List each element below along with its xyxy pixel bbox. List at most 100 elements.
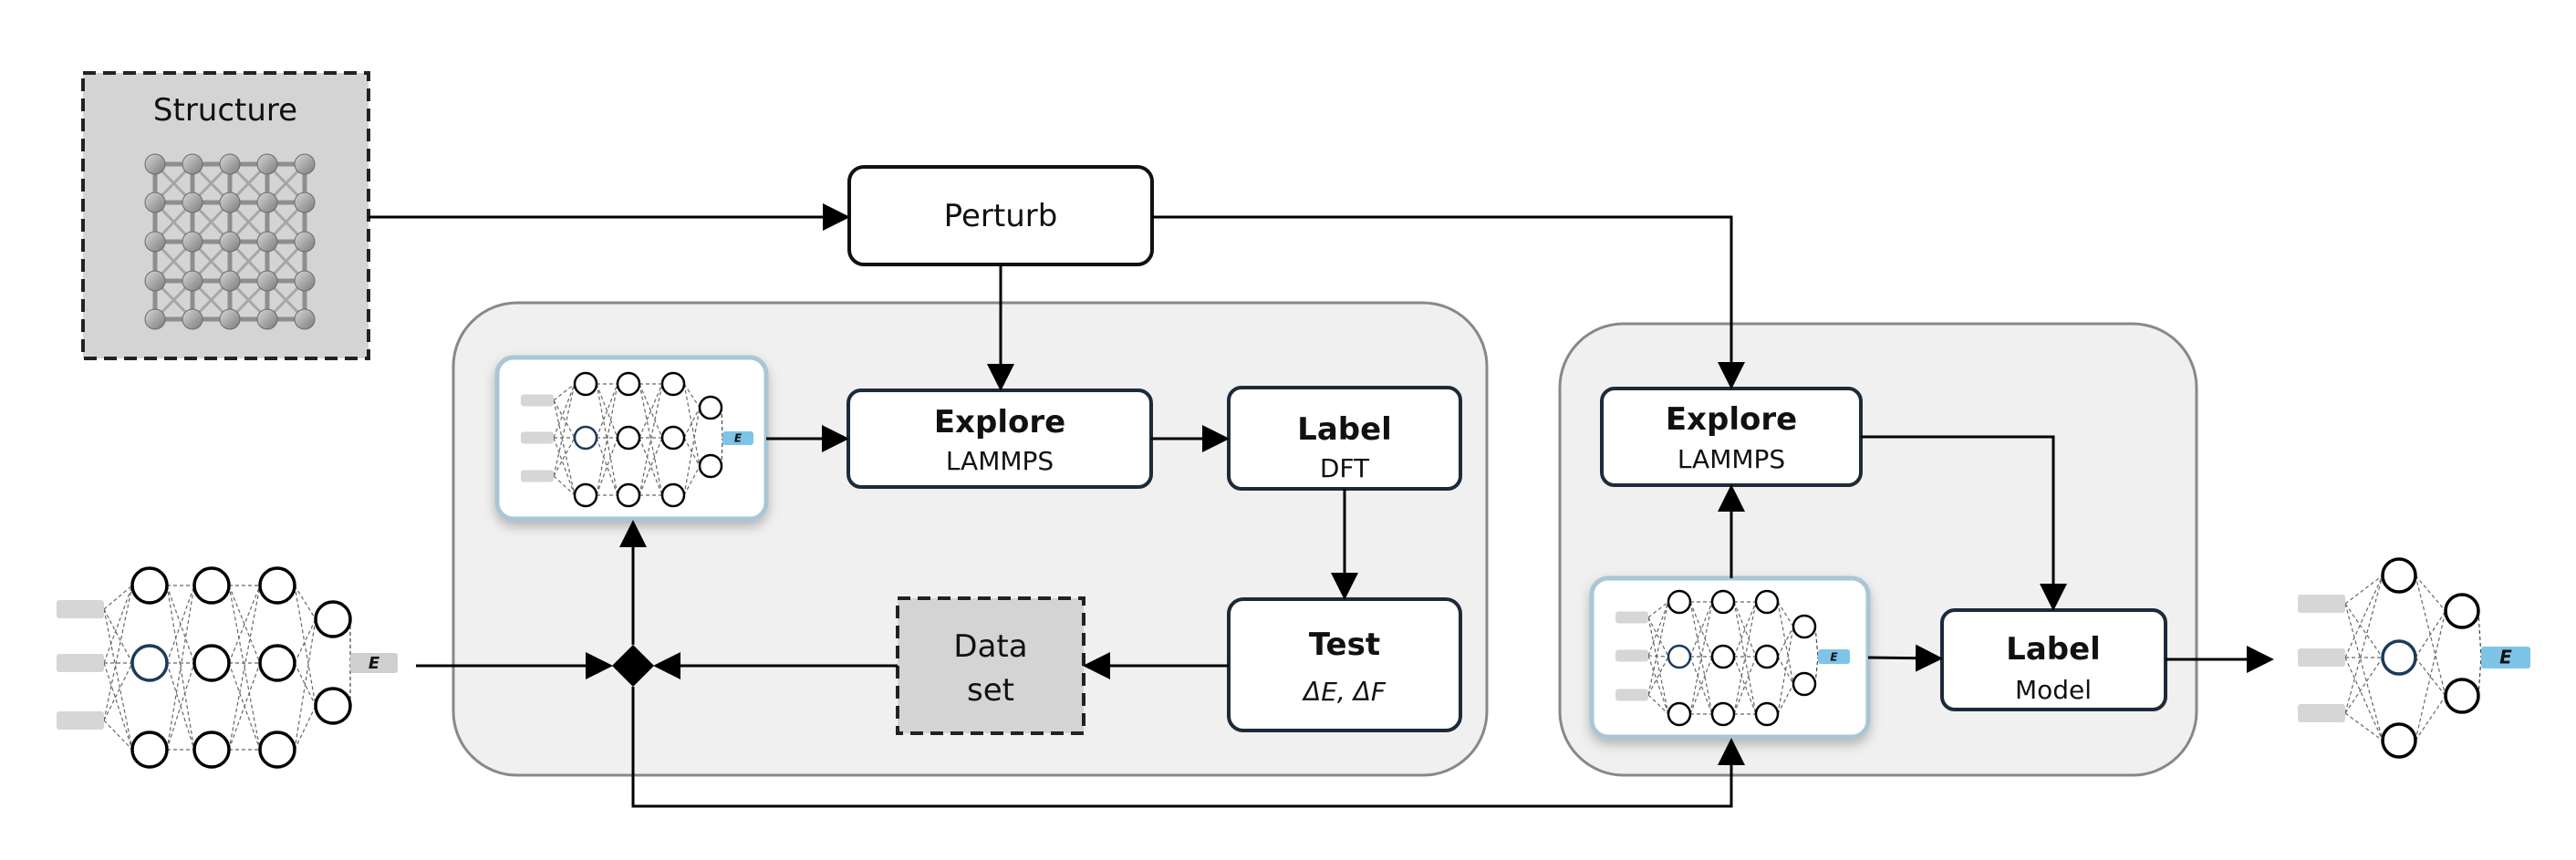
neuron (192, 566, 231, 605)
crystal-lattice-image (144, 153, 316, 330)
atom (144, 270, 166, 292)
neuron (1710, 589, 1736, 615)
neuron (2381, 639, 2417, 676)
atom (219, 231, 241, 253)
perturb-box: Perturb (847, 165, 1154, 266)
atom (256, 231, 278, 253)
atom (219, 308, 241, 330)
atom (144, 308, 166, 330)
atom (294, 192, 316, 213)
neuron (130, 730, 169, 769)
neuron (616, 482, 641, 508)
explore-title: Explore (934, 404, 1065, 440)
neuron (1792, 671, 1817, 697)
test-title: Test (1309, 627, 1380, 663)
atom (294, 153, 316, 175)
label-title: Label (1297, 411, 1392, 448)
input-feature (2298, 595, 2345, 613)
input-feature (2298, 704, 2345, 722)
atom (256, 153, 278, 175)
neuron (2381, 722, 2417, 759)
atom (182, 270, 203, 292)
atom (219, 192, 241, 213)
atom (256, 192, 278, 213)
neuron (616, 371, 641, 397)
neuron (1754, 589, 1780, 615)
atom (256, 270, 278, 292)
label-subtitle: DFT (1320, 453, 1370, 483)
atom (256, 308, 278, 330)
neuron (616, 425, 641, 451)
dataset-line2: set (967, 672, 1014, 709)
neural-network-icons: E E E E (57, 371, 2530, 769)
neuron (130, 566, 169, 605)
atom (144, 192, 166, 213)
perturb-label: Perturb (944, 198, 1058, 234)
atom (182, 153, 203, 175)
explore-subtitle: LAMMPS (946, 446, 1054, 476)
atom (219, 153, 241, 175)
neuron (573, 425, 598, 451)
neuron (1754, 644, 1780, 669)
atom (294, 270, 316, 292)
energy-output (2481, 647, 2530, 668)
neuron (573, 371, 598, 397)
distill-label-subtitle: Model (2015, 675, 2092, 705)
neuron (130, 644, 169, 682)
neuron (258, 730, 296, 769)
energy-output (350, 653, 398, 673)
energy-output (1818, 649, 1850, 664)
neuron (258, 644, 296, 682)
arrow-perturb-to-distill-explore (1152, 215, 1745, 389)
neuron (314, 687, 352, 725)
dataset-line1: Data (953, 628, 1027, 665)
input-feature (2298, 648, 2345, 667)
neuron (573, 482, 598, 508)
dataset-box: Data set (896, 596, 1085, 735)
neuron (660, 425, 686, 451)
neuron (2381, 557, 2417, 594)
neuron (192, 644, 231, 682)
distilled-model-network: E (2298, 557, 2530, 759)
input-feature (57, 600, 104, 618)
energy-output-label: E (369, 654, 380, 673)
neuron (2444, 593, 2480, 629)
neuron (192, 730, 231, 769)
distill-label-box: Label Model (1940, 608, 2167, 711)
structure-label: Structure (153, 92, 297, 129)
atom (182, 231, 203, 253)
neuron (1754, 701, 1780, 727)
distill-label-title: Label (2006, 631, 2101, 668)
test-box: Test ΔE, ΔF (1227, 597, 1462, 732)
neuron (1792, 614, 1817, 639)
energy-output-label: E (2499, 647, 2512, 668)
energy-output-label: E (1830, 650, 1838, 663)
input-feature (1615, 649, 1648, 662)
connectors (369, 203, 2274, 808)
distill-explore-box: Explore LAMMPS (1600, 387, 1863, 487)
neuron (698, 453, 723, 479)
loop-model-network: E (521, 371, 753, 508)
atom (144, 231, 166, 253)
neuron (1667, 701, 1692, 727)
neuron (660, 482, 686, 508)
atom (182, 308, 203, 330)
atom (219, 270, 241, 292)
distill-explore-subtitle: LAMMPS (1678, 444, 1785, 474)
neuron (698, 395, 723, 420)
neuron (660, 371, 686, 397)
atom (182, 192, 203, 213)
neuron (314, 600, 352, 638)
distill-explore-title: Explore (1666, 401, 1797, 438)
input-feature (521, 394, 554, 407)
neuron (1667, 589, 1692, 615)
neuron (1710, 644, 1736, 669)
input-feature (1615, 611, 1648, 624)
explore-box: Explore LAMMPS (847, 389, 1153, 489)
merge-diamond (612, 645, 654, 687)
input-feature (521, 431, 554, 444)
arrow-diamond-to-distill-net (631, 687, 1745, 808)
input-feature (57, 654, 104, 672)
neuron (258, 566, 296, 605)
